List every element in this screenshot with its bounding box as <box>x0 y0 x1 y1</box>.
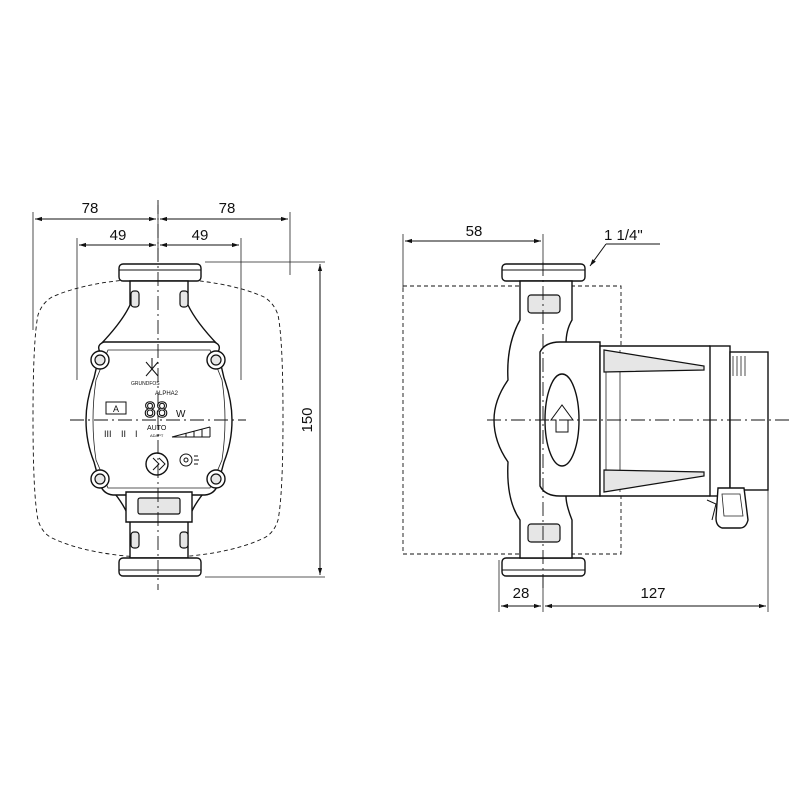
dim-inner-right: 49 <box>192 227 209 244</box>
speed-mark-3: III <box>104 429 112 439</box>
bar-graph-icon <box>171 426 211 438</box>
dim-inner-left: 49 <box>110 227 127 244</box>
brand-name: GRUNDFOS <box>131 381 160 387</box>
top-flange <box>118 263 202 282</box>
mode-badge: A <box>113 404 119 414</box>
dim-side-top: 58 <box>466 223 483 240</box>
bottom-flange <box>118 557 202 577</box>
brand-logo-icon <box>145 358 159 377</box>
power-display: 88 <box>144 398 168 422</box>
side-top-flange <box>501 263 586 282</box>
label-plate-icon <box>732 356 746 376</box>
speed-mark-2: II <box>121 429 126 439</box>
control-box-end <box>709 345 731 497</box>
model-name: ALPHA2 <box>155 391 179 397</box>
night-mode-icon <box>179 453 199 467</box>
screw-icon <box>206 469 226 489</box>
dim-side-bottom-left: 28 <box>513 585 530 602</box>
screw-icon <box>206 350 226 370</box>
speed-mark-1: I <box>135 429 138 439</box>
mode-badge-frame <box>105 401 127 415</box>
screw-icon <box>90 350 110 370</box>
thread-size: 1 1/4" <box>604 227 643 244</box>
flow-arrow-icon <box>550 404 574 433</box>
cable-outlet <box>715 487 749 529</box>
side-view: 58 28 127 1 1/4" <box>402 223 790 612</box>
screw-icon <box>90 469 110 489</box>
power-unit: W <box>176 409 186 420</box>
dim-outer-left: 78 <box>82 200 99 217</box>
front-envelope-outline <box>32 277 284 559</box>
side-bottom-flange <box>501 557 586 577</box>
mode-label: AUTO <box>147 425 167 432</box>
mode-button-icon[interactable] <box>145 452 169 476</box>
dim-side-bottom-right: 127 <box>640 585 665 602</box>
front-view: 78 78 49 49 150 <box>32 200 325 590</box>
mode-sublabel: ADAPT <box>150 433 164 438</box>
dim-outer-right: 78 <box>219 200 236 217</box>
dim-height: 150 <box>299 407 316 432</box>
